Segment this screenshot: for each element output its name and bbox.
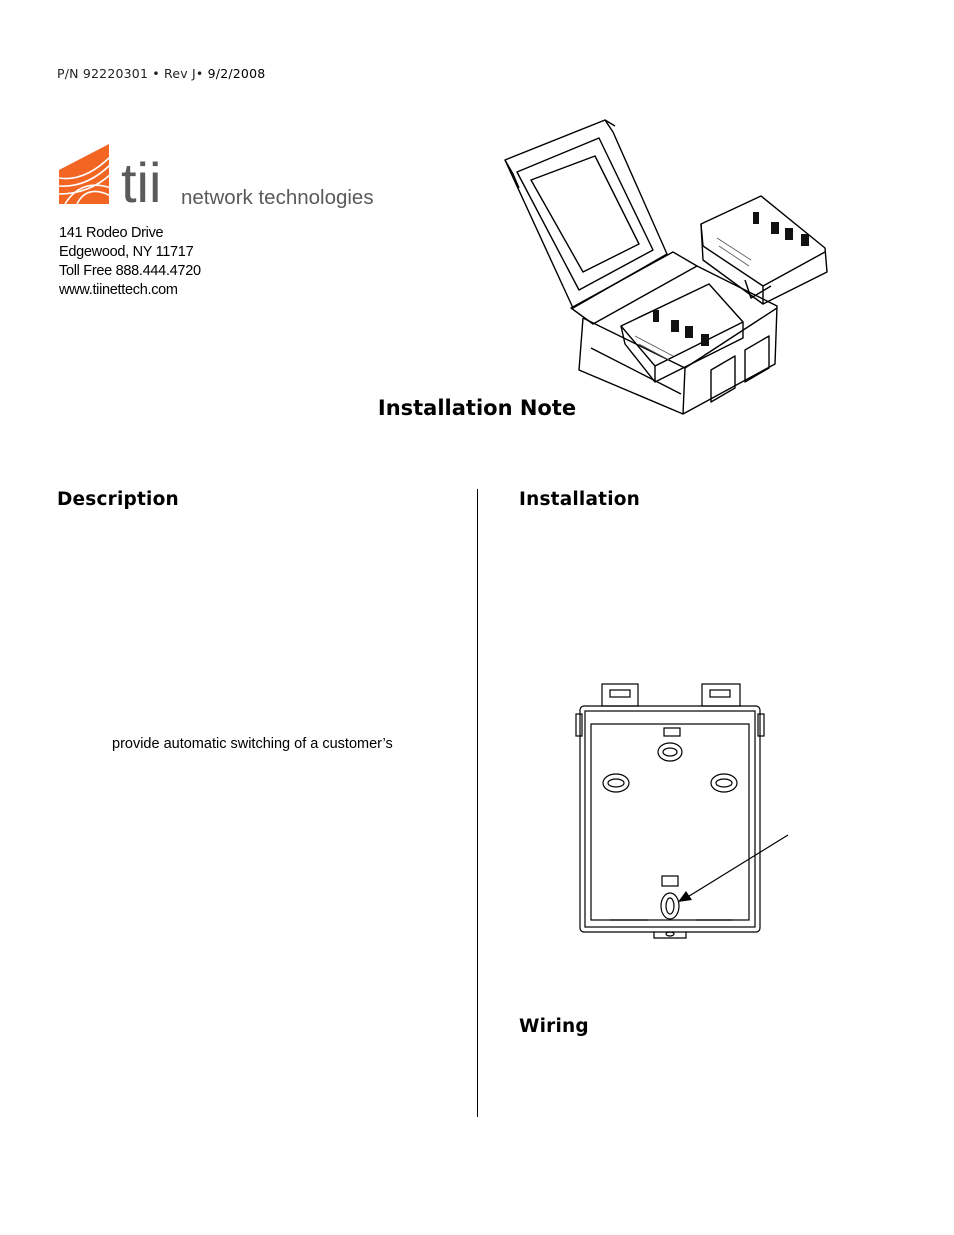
installation-heading: Installation — [519, 489, 641, 510]
arrow-icon — [678, 834, 789, 902]
description-heading: Description — [57, 489, 179, 510]
address-street: 141 Rodeo Drive — [59, 225, 164, 241]
part-number: P/N 92220301 • Rev J• — [57, 66, 208, 81]
company-address: 141 Rodeo Drive Edgewood, NY 11717 Toll … — [59, 224, 201, 300]
tii-logo-mark-icon — [58, 144, 112, 205]
description-text: provide automatic switching of a custome… — [112, 736, 393, 752]
revision-date: 9/2/2008 — [207, 66, 266, 81]
phone-number: Toll Free 888.444.4720 — [59, 263, 201, 279]
column-divider — [477, 489, 478, 1117]
tii-logo: tii network technologies — [58, 144, 374, 214]
mounting-diagram — [575, 683, 789, 939]
logo-mark-text: tii — [121, 151, 161, 214]
document-title: Installation Note — [377, 396, 577, 420]
address-city: Edgewood, NY 11717 — [59, 244, 194, 260]
logo-company-name: network technologies — [181, 186, 374, 209]
product-illustration — [504, 119, 828, 415]
website-link[interactable]: www.tiinettech.com — [59, 282, 178, 298]
wiring-heading: Wiring — [519, 1016, 589, 1037]
part-number-line: P/N 92220301 • Rev J• 9/2/2008 — [57, 66, 265, 81]
